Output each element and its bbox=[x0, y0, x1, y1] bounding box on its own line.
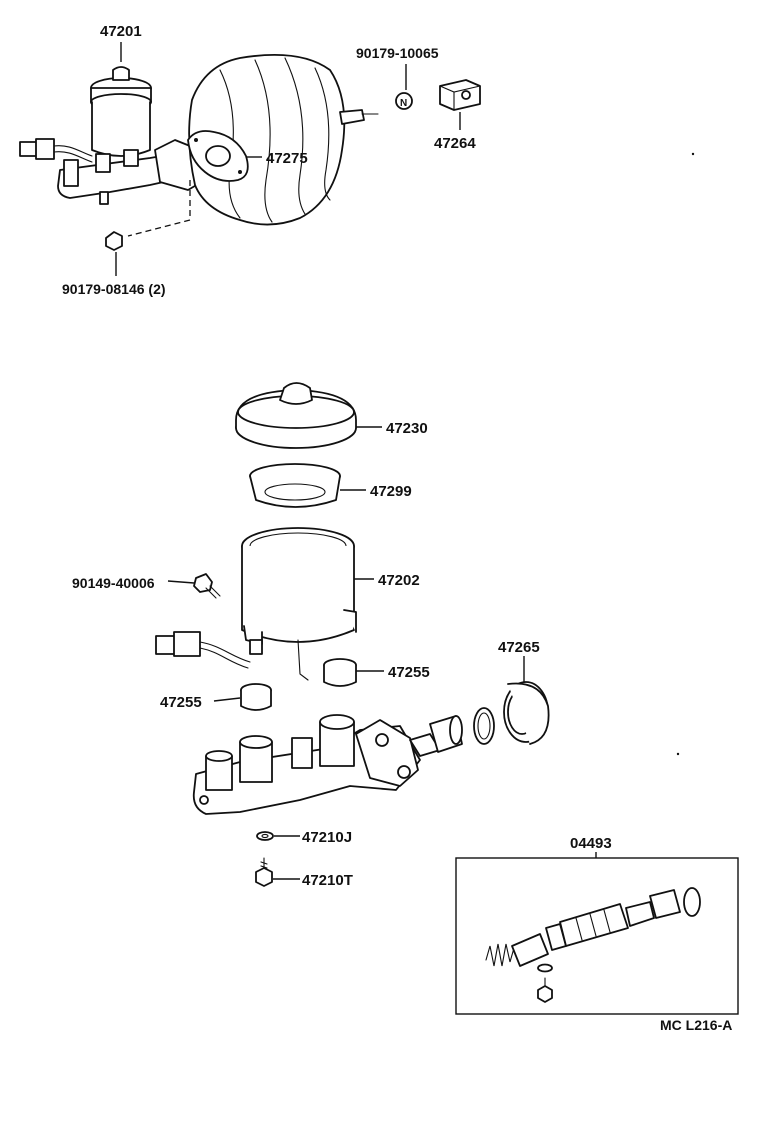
label-47210J: 47210J bbox=[302, 829, 352, 846]
diagram-code: MC L216-A bbox=[660, 1017, 732, 1033]
bolt-illustration bbox=[255, 857, 273, 887]
grommet-left-illustration bbox=[240, 683, 272, 711]
label-47255-left: 47255 bbox=[160, 694, 202, 711]
label-47210T: 47210T bbox=[302, 872, 353, 889]
snap-ring-illustration bbox=[473, 707, 495, 745]
grommet-right-illustration bbox=[323, 658, 357, 687]
label-47265: 47265 bbox=[498, 639, 540, 656]
reservoir-cap-illustration bbox=[235, 382, 357, 449]
stud-nut-illustration bbox=[105, 231, 123, 251]
master-cylinder-body-illustration bbox=[192, 714, 463, 815]
label-90179-10065: 90179-10065 bbox=[356, 45, 439, 61]
brake-booster-illustration bbox=[187, 53, 379, 226]
clevis-illustration bbox=[439, 79, 481, 111]
label-90149-40006: 90149-40006 bbox=[72, 575, 155, 591]
label-47264: 47264 bbox=[434, 135, 476, 152]
label-47255-right: 47255 bbox=[388, 664, 430, 681]
label-47275: 47275 bbox=[266, 150, 308, 167]
master-cylinder-assembly-illustration bbox=[19, 66, 206, 205]
repair-kit-box bbox=[455, 857, 739, 1015]
label-47201: 47201 bbox=[100, 23, 142, 40]
label-04493: 04493 bbox=[570, 835, 612, 852]
label-90179-08146: 90179-08146 (2) bbox=[62, 281, 166, 297]
svg-text:N: N bbox=[400, 98, 407, 109]
nut-illustration: N bbox=[395, 92, 413, 110]
screw-illustration bbox=[193, 573, 221, 599]
seal-ring-illustration bbox=[503, 681, 550, 745]
label-47299: 47299 bbox=[370, 483, 412, 500]
connector-illustration bbox=[155, 631, 251, 669]
washer-illustration bbox=[256, 831, 274, 841]
reservoir-illustration bbox=[241, 527, 357, 681]
strainer-illustration bbox=[249, 463, 341, 508]
label-47230: 47230 bbox=[386, 420, 428, 437]
label-47202: 47202 bbox=[378, 572, 420, 589]
